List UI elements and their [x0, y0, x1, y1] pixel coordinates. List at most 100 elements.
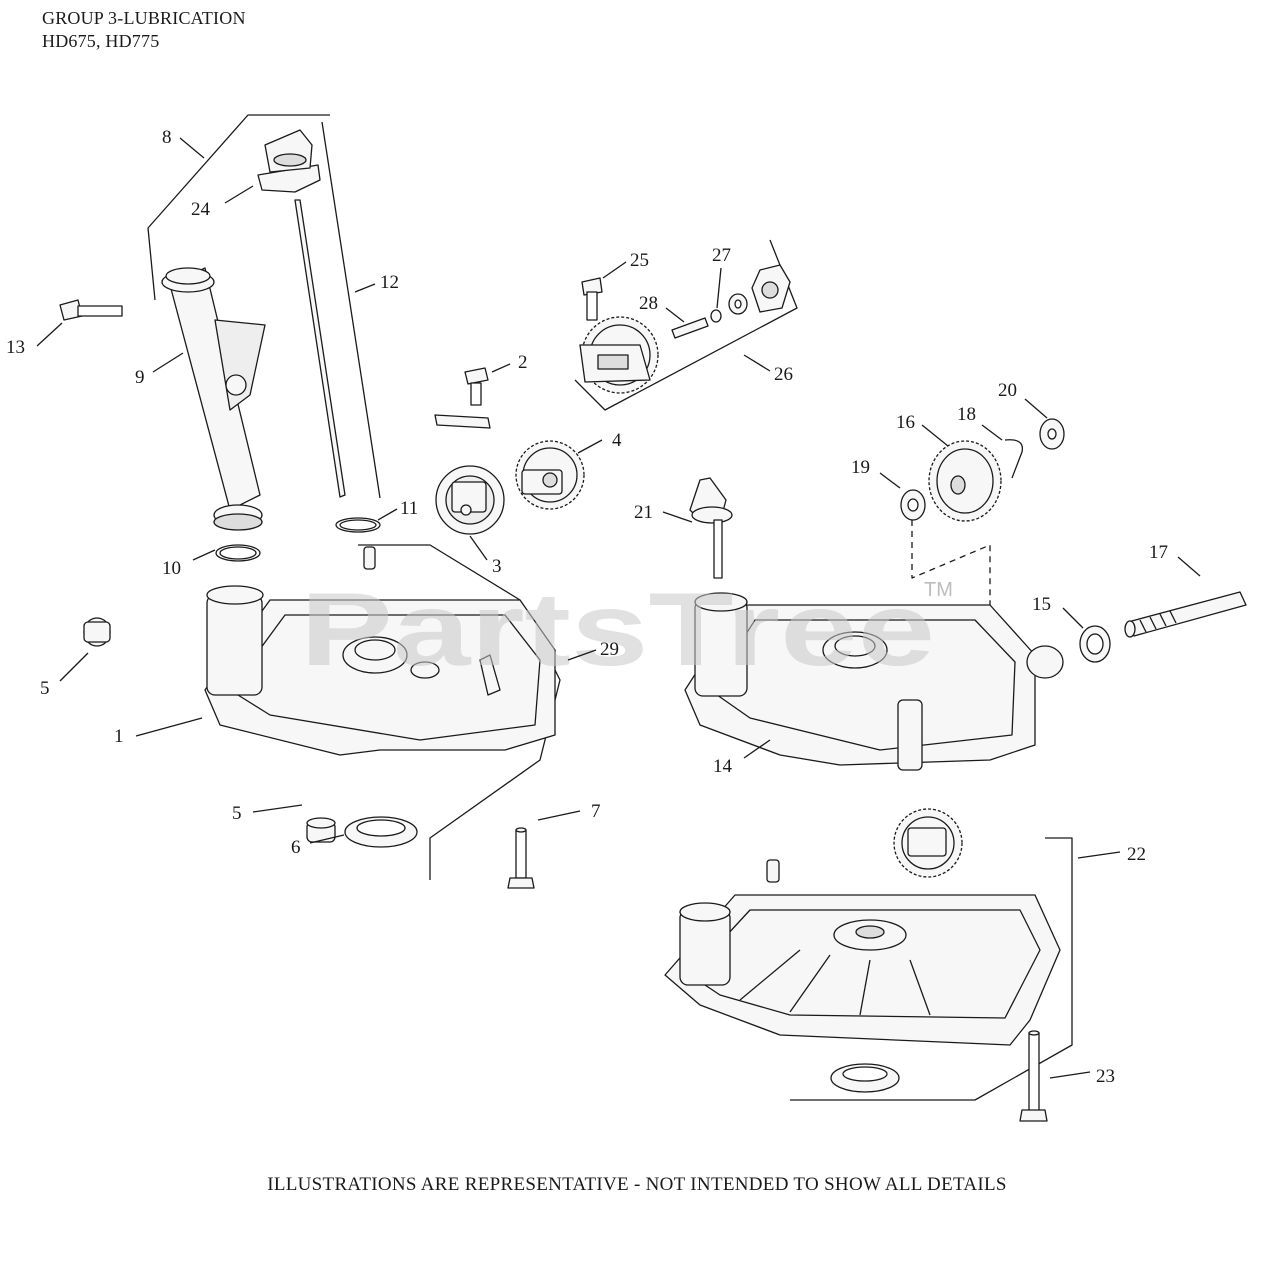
part-26-pump-assembly [579, 316, 659, 394]
callout-1: 1 [114, 726, 124, 747]
part-5-plug-upper [83, 617, 111, 647]
part-7-bolt [507, 827, 535, 889]
part-18-clip [1004, 439, 1024, 479]
disclaimer-footer: ILLUSTRATIONS ARE REPRESENTATIVE - NOT I… [267, 1174, 1007, 1195]
leader-3 [469, 535, 488, 561]
leader-16 [921, 424, 949, 447]
leader-15 [1062, 607, 1084, 629]
callout-8: 8 [162, 127, 172, 148]
diagram-header: GROUP 3-LUBRICATION HD675, HD775 [42, 7, 246, 53]
callout-27: 27 [712, 245, 731, 266]
leader-11 [377, 508, 398, 521]
dashed-guide-16 [911, 520, 991, 640]
leader-18 [981, 424, 1003, 441]
part-12-dipstick [294, 199, 346, 498]
dowel-pin-left [363, 546, 376, 570]
callout-13: 13 [6, 337, 25, 358]
callout-14: 14 [713, 756, 733, 777]
callout-16: 16 [896, 412, 915, 433]
group-outline-22 [790, 837, 1073, 1101]
leader-2 [491, 363, 511, 373]
leader-4 [577, 439, 603, 454]
callout-19: 19 [851, 457, 870, 478]
leader-23 [1049, 1071, 1091, 1079]
part-28-shaft [671, 317, 709, 339]
part-25-bolt [581, 277, 603, 321]
leader-lines [36, 137, 1201, 1079]
group-title: GROUP 3-LUBRICATION [42, 8, 246, 28]
part-27-washer [710, 293, 748, 323]
callout-numbers: 1 2 3 4 5 5 6 7 8 9 10 11 12 13 14 15 16… [6, 127, 1168, 1087]
dowel-pin-22 [766, 859, 780, 883]
part-13-bolt [59, 299, 123, 321]
leader-26 [743, 354, 771, 372]
watermark-tm: TM [924, 579, 953, 601]
leader-8 [179, 137, 205, 159]
callout-15: 15 [1032, 594, 1051, 615]
part-22-crankcase-cover [664, 808, 1061, 1093]
callout-21: 21 [634, 502, 653, 523]
part-26-cover [751, 264, 791, 313]
leader-25 [602, 261, 627, 279]
leader-5a [59, 652, 89, 682]
part-20-washer [1039, 418, 1065, 450]
leader-13 [36, 322, 63, 347]
part-14-crankcase-cover [684, 592, 1064, 771]
part-23-bolt [1019, 1030, 1048, 1122]
callout-10: 10 [162, 558, 181, 579]
model-numbers: HD675, HD775 [42, 31, 160, 51]
group-outline-8 [147, 114, 330, 301]
callout-6: 6 [291, 837, 301, 858]
callout-9: 9 [135, 367, 145, 388]
part-1-crankcase-cover [204, 585, 556, 756]
leader-29 [567, 649, 597, 661]
part-4-gear [515, 440, 585, 510]
group-outline-29 [358, 544, 561, 880]
callout-5-upper: 5 [40, 678, 50, 699]
group-outline-12 [321, 121, 381, 499]
leader-19 [879, 472, 901, 489]
callout-18: 18 [957, 404, 976, 425]
leader-28 [665, 307, 685, 323]
leader-14 [743, 739, 771, 759]
leader-27 [716, 267, 722, 309]
watermark: PartsTree TM [300, 572, 953, 688]
part-6-oil-seal [344, 816, 418, 848]
part-16-gear [928, 440, 1002, 522]
part-15-bearing [1079, 625, 1111, 663]
callout-29: 29 [600, 639, 619, 660]
leader-7 [537, 810, 581, 821]
callout-11: 11 [400, 498, 418, 519]
callout-22: 22 [1127, 844, 1146, 865]
callout-4: 4 [612, 430, 622, 451]
part-9-oil-fill-tube [161, 267, 266, 531]
callout-5-lower: 5 [232, 803, 242, 824]
callout-12: 12 [380, 272, 399, 293]
watermark-brand: PartsTree [300, 572, 935, 688]
callout-28: 28 [639, 293, 658, 314]
leader-22 [1077, 851, 1121, 859]
part-10-o-ring [215, 544, 261, 562]
leader-5b [252, 804, 303, 813]
callout-24: 24 [191, 199, 211, 220]
leader-6 [309, 834, 345, 844]
callout-3: 3 [492, 556, 502, 577]
callout-23: 23 [1096, 1066, 1115, 1087]
part-3-oil-pump [435, 465, 505, 535]
leader-9 [152, 352, 184, 373]
callout-17: 17 [1149, 542, 1168, 563]
leader-24 [224, 185, 254, 204]
leader-12 [354, 283, 376, 293]
callout-25: 25 [630, 250, 649, 271]
leader-20 [1024, 398, 1048, 419]
leader-17 [1177, 556, 1201, 577]
leader-21 [662, 511, 693, 523]
callout-20: 20 [998, 380, 1017, 401]
part-21-dipstick-cap [689, 477, 733, 579]
leader-10 [192, 549, 216, 561]
part-24-dipstick-cap [257, 129, 321, 193]
part-17-shaft [1124, 591, 1247, 638]
callout-2: 2 [518, 352, 528, 373]
part-11-o-ring [335, 517, 381, 533]
callout-7: 7 [591, 801, 601, 822]
